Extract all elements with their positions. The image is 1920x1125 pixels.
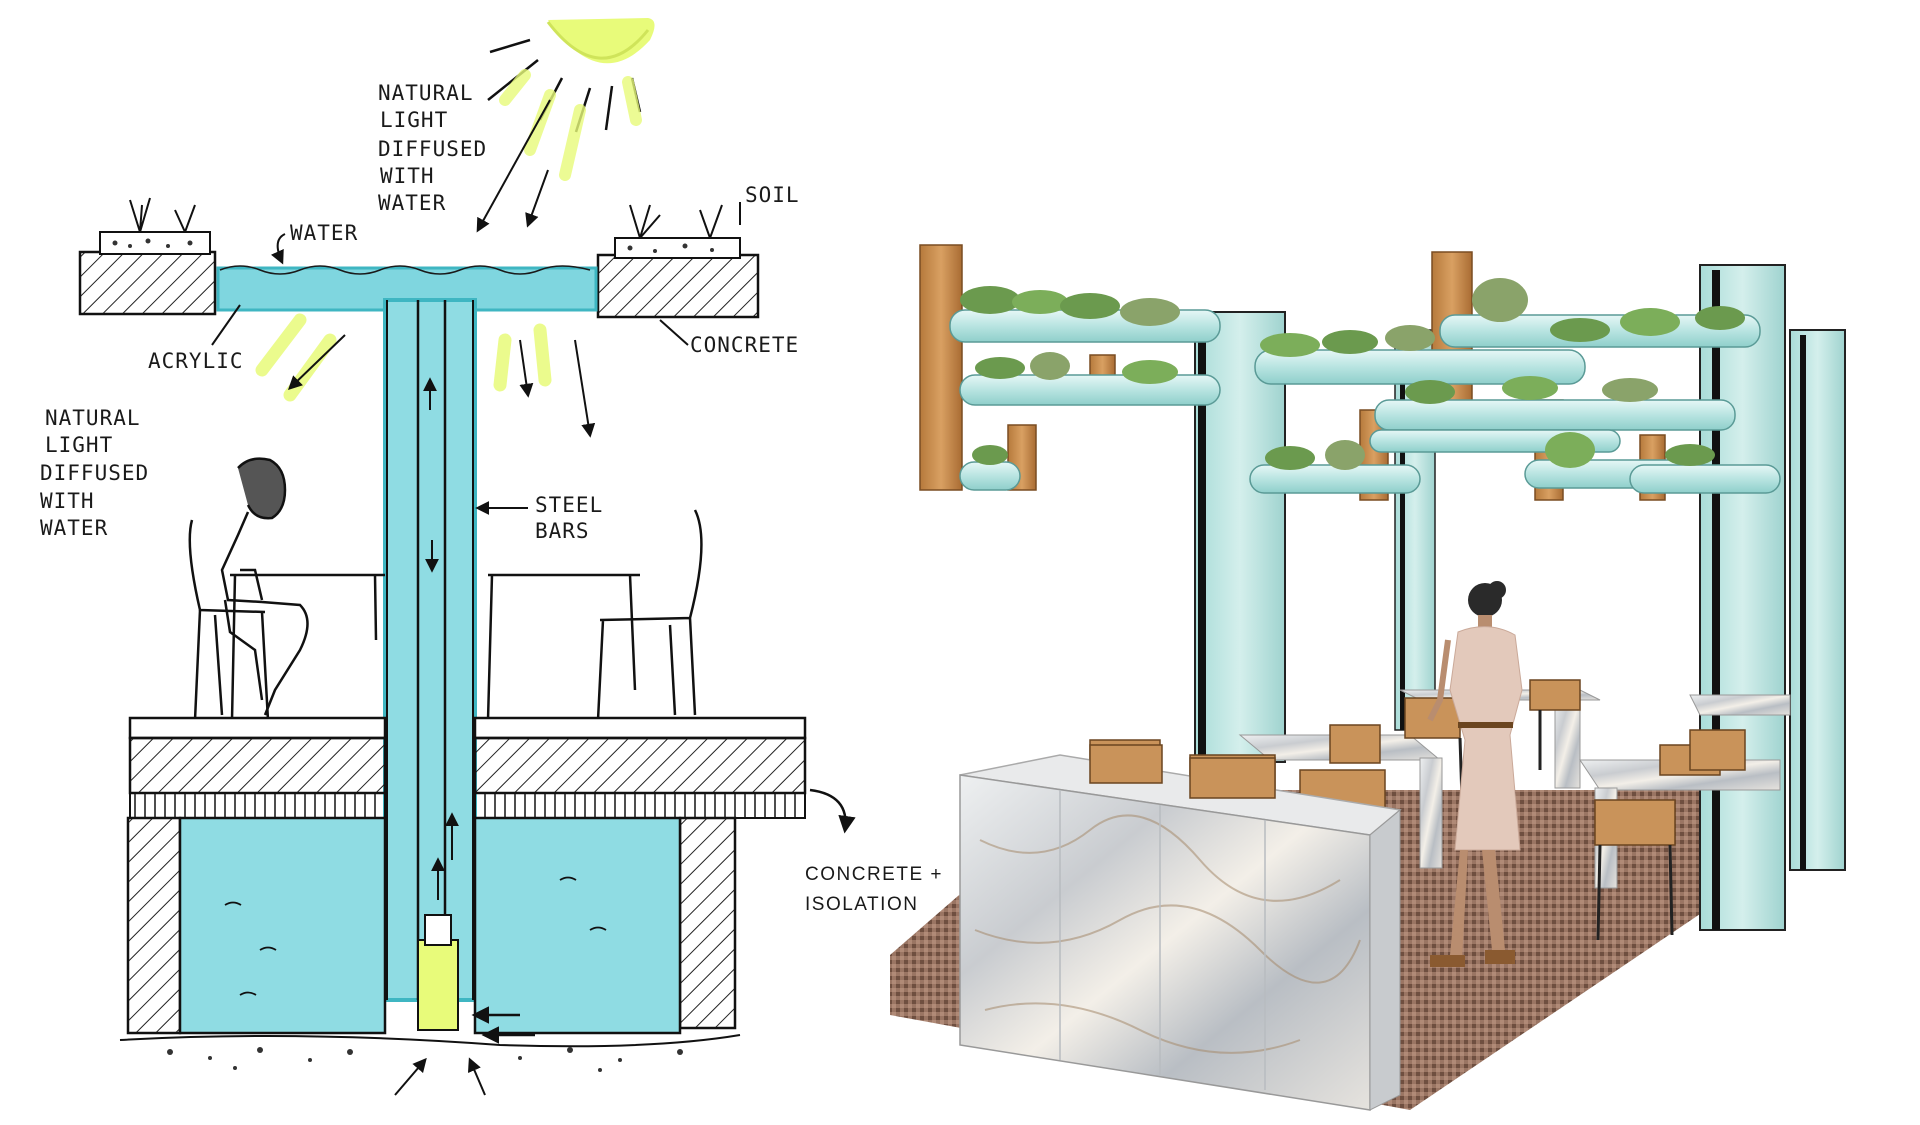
label-line: NATURAL bbox=[378, 81, 474, 105]
sun-icon bbox=[476, 18, 655, 233]
plant-icon bbox=[129, 197, 196, 233]
ground-gravel bbox=[119, 1034, 741, 1072]
section-sketch: NATURAL LIGHT DIFFUSED WITH WATER bbox=[40, 18, 943, 1096]
light-rays bbox=[255, 313, 596, 438]
label-line: WATER bbox=[40, 516, 108, 540]
label-concrete: CONCRETE bbox=[690, 333, 799, 357]
chairs-front bbox=[1089, 744, 1276, 799]
label-soil: SOIL bbox=[745, 183, 800, 207]
label-steel: STEEL bbox=[535, 493, 603, 517]
restaurant-render bbox=[890, 244, 1846, 1111]
label-water: WATER bbox=[290, 221, 358, 245]
label-concrete-isolation-1: CONCRETE + bbox=[805, 864, 943, 885]
label-line: WITH bbox=[40, 489, 95, 513]
water-column bbox=[216, 265, 598, 1002]
label-line: WITH bbox=[380, 164, 435, 188]
table-chair-sketch bbox=[486, 509, 703, 721]
label-line: LIGHT bbox=[45, 433, 113, 457]
label-line: DIFFUSED bbox=[40, 461, 149, 485]
label-natural-light-top: NATURAL LIGHT DIFFUSED WITH WATER bbox=[378, 81, 487, 215]
plant-icon bbox=[960, 278, 1745, 470]
chair-sketch bbox=[188, 519, 385, 721]
planter-pipes bbox=[949, 309, 1781, 494]
label-natural-light-side: NATURAL LIGHT DIFFUSED WITH WATER bbox=[40, 406, 149, 540]
water-tank bbox=[126, 816, 737, 1044]
plant-icon bbox=[629, 204, 723, 239]
label-concrete-isolation-2: ISOLATION bbox=[805, 894, 918, 915]
marble-counter bbox=[959, 754, 1402, 1111]
label-line: LIGHT bbox=[380, 108, 448, 132]
roof-slab-right bbox=[596, 204, 760, 319]
label-line: NATURAL bbox=[45, 406, 141, 430]
label-bars: BARS bbox=[535, 519, 590, 543]
pump-icon bbox=[417, 812, 459, 1031]
person-sketch bbox=[220, 457, 309, 716]
floor-slab bbox=[128, 716, 807, 819]
label-line: WATER bbox=[378, 191, 446, 215]
waitress-figure bbox=[1427, 581, 1523, 967]
label-acrylic: ACRYLIC bbox=[148, 349, 244, 373]
roof-slab-left bbox=[78, 197, 217, 316]
label-line: DIFFUSED bbox=[378, 137, 487, 161]
